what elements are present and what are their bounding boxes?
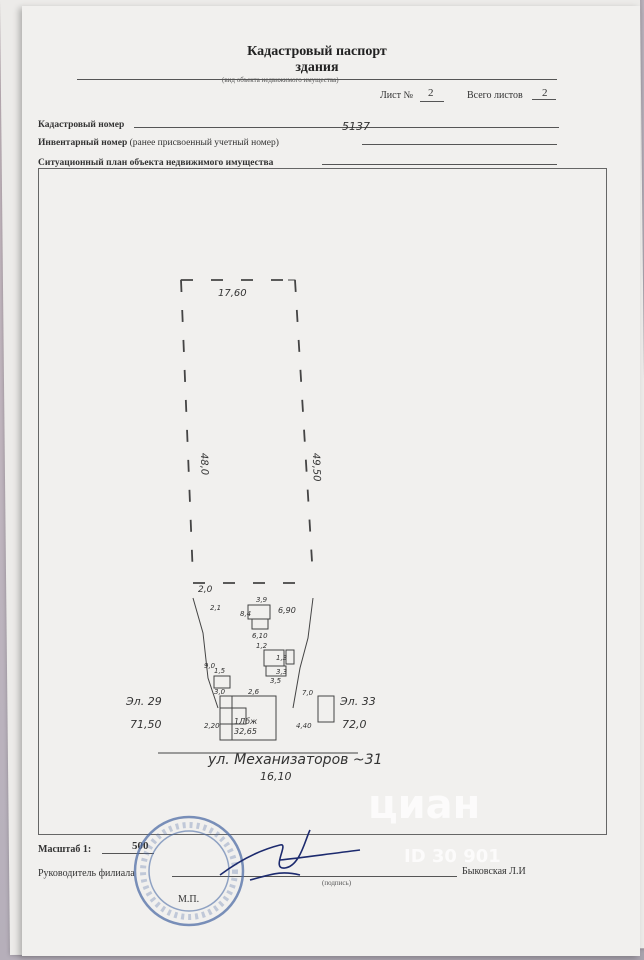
document-sheet: Кадастровый паспорт здания (вид объекта … [22,6,640,956]
street-name: ул. Механизаторов ~31 [207,752,382,768]
watermark-id: ID 30 901 [404,846,501,867]
house-label: 1Лбж [234,717,258,726]
situation-plan-frame [38,168,607,835]
dim-top-width: 17,60 [218,288,247,299]
dim-label: 2,1 [210,604,221,612]
dim-label: 3,5 [270,677,282,685]
inventory-number-label: Инвентарный номер (ранее присвоенный уче… [38,138,279,148]
dim-label: 1,2 [256,642,268,650]
official-seal [133,815,245,927]
scale-line [102,853,154,854]
head-of-branch-label: Руководитель филиала [38,868,135,879]
dim-label: 1,3 [276,654,287,662]
dim-bottom-left: 2,0 [198,585,213,595]
inventory-number-note: (ранее присвоенный учетный номер) [129,138,279,148]
situation-plan-label: Ситуационный план объекта недвижимого им… [38,158,274,168]
dim-label: 2,6 [248,688,260,696]
title-line-2: здания [295,60,339,75]
cadastral-number-label: Кадастровый номер [38,120,125,130]
dim-label: 6,10 [252,632,268,640]
inventory-number-line [362,144,557,145]
signature-note: (подпись) [322,879,352,887]
total-sheets-underline [532,99,556,100]
dim-right-length: 49,50 [310,453,322,482]
signature [219,829,361,881]
outbuilding-1 [247,604,271,620]
plot-right-boundary [294,279,314,579]
scale-label: Масштаб 1: [38,844,92,855]
title-subtitle: (вид объекта недвижимого имущества) [222,76,339,84]
dim-label: 3,0 [214,688,226,696]
outbuilding-5 [285,649,295,665]
inventory-number-value: 5137 [342,120,370,133]
dim-label: 2,20 [204,722,220,730]
situation-plan-drawing: 17,60 48,0 49,50 2,0 6,90 1Лбж 32,65 Эл.… [125,279,382,783]
dim-label: 7,0 [302,689,314,697]
seal-place-label: М.П. [178,894,200,905]
inventory-number-title: Инвентарный номер [38,138,128,148]
title-line-1: Кадастровый паспорт [247,44,387,59]
signature-line [172,876,457,877]
neighbor-right-building [317,695,335,723]
watermark-brand: циан [368,782,481,828]
left-neighbor-label: Эл. 29 [125,695,162,708]
cadastral-number-line [134,127,559,128]
plot-left-boundary [180,279,194,579]
document-title: Кадастровый паспорт здания [212,44,422,76]
dim-label: 9,0 [204,662,216,670]
dim-left-length: 48,0 [198,453,210,476]
house-area: 32,65 [234,727,257,736]
left-neighbor-value: 71,50 [130,718,162,731]
dim-bottom-width: 16,10 [260,770,292,783]
dim-label: 3,9 [256,596,268,604]
right-neighbor-value: 72,0 [342,718,367,731]
dim-label: 3,3 [276,668,287,676]
total-sheets-value: 2 [542,87,548,99]
dim-label: 4,40 [296,722,312,730]
sheet-number-underline [420,101,444,102]
outbuilding-2 [251,618,269,630]
head-of-branch-name: Быковская Л.И [462,866,526,877]
title-underline [77,79,557,80]
sheet-number-label: Лист № [380,90,413,101]
sheet-number-value: 2 [428,87,434,99]
dim-label: 8,4 [240,610,251,618]
right-neighbor-label: Эл. 33 [339,695,376,708]
total-sheets-label: Всего листов [467,90,523,101]
dim-upper-right: 6,90 [278,606,296,615]
situation-plan-line [322,164,557,165]
outbuilding-4 [265,665,287,677]
outbuilding-6 [213,675,231,689]
dim-label: 1,5 [214,667,226,675]
